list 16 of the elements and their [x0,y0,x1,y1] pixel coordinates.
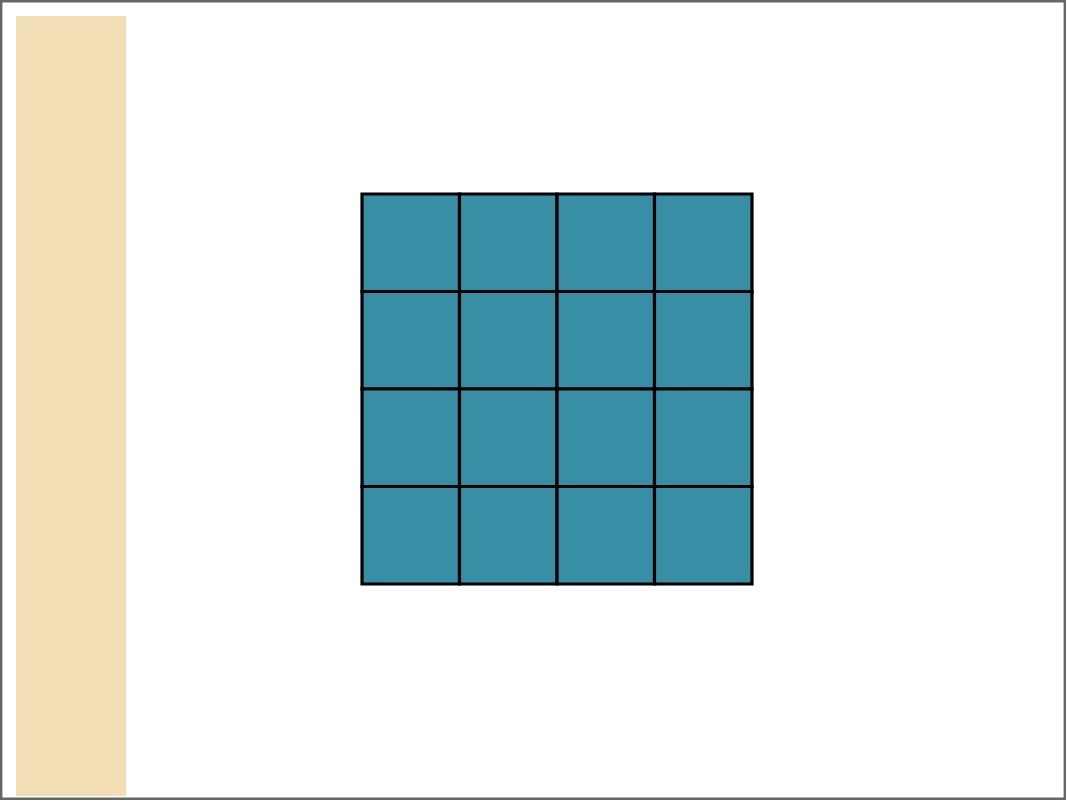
grid-square [555,484,657,586]
grid-square [360,289,462,391]
grid-square [555,289,657,391]
grid-square [555,192,657,294]
grid-square [360,484,462,586]
grid-square [360,387,462,489]
grid-square [457,289,559,391]
grid-square [652,484,754,586]
grid-square [652,387,754,489]
grid-square [652,192,754,294]
grid-square [555,387,657,489]
grid-square [652,289,754,391]
grid-square [457,484,559,586]
grid-square [457,387,559,489]
grid-square [457,192,559,294]
grid-square [360,192,462,294]
